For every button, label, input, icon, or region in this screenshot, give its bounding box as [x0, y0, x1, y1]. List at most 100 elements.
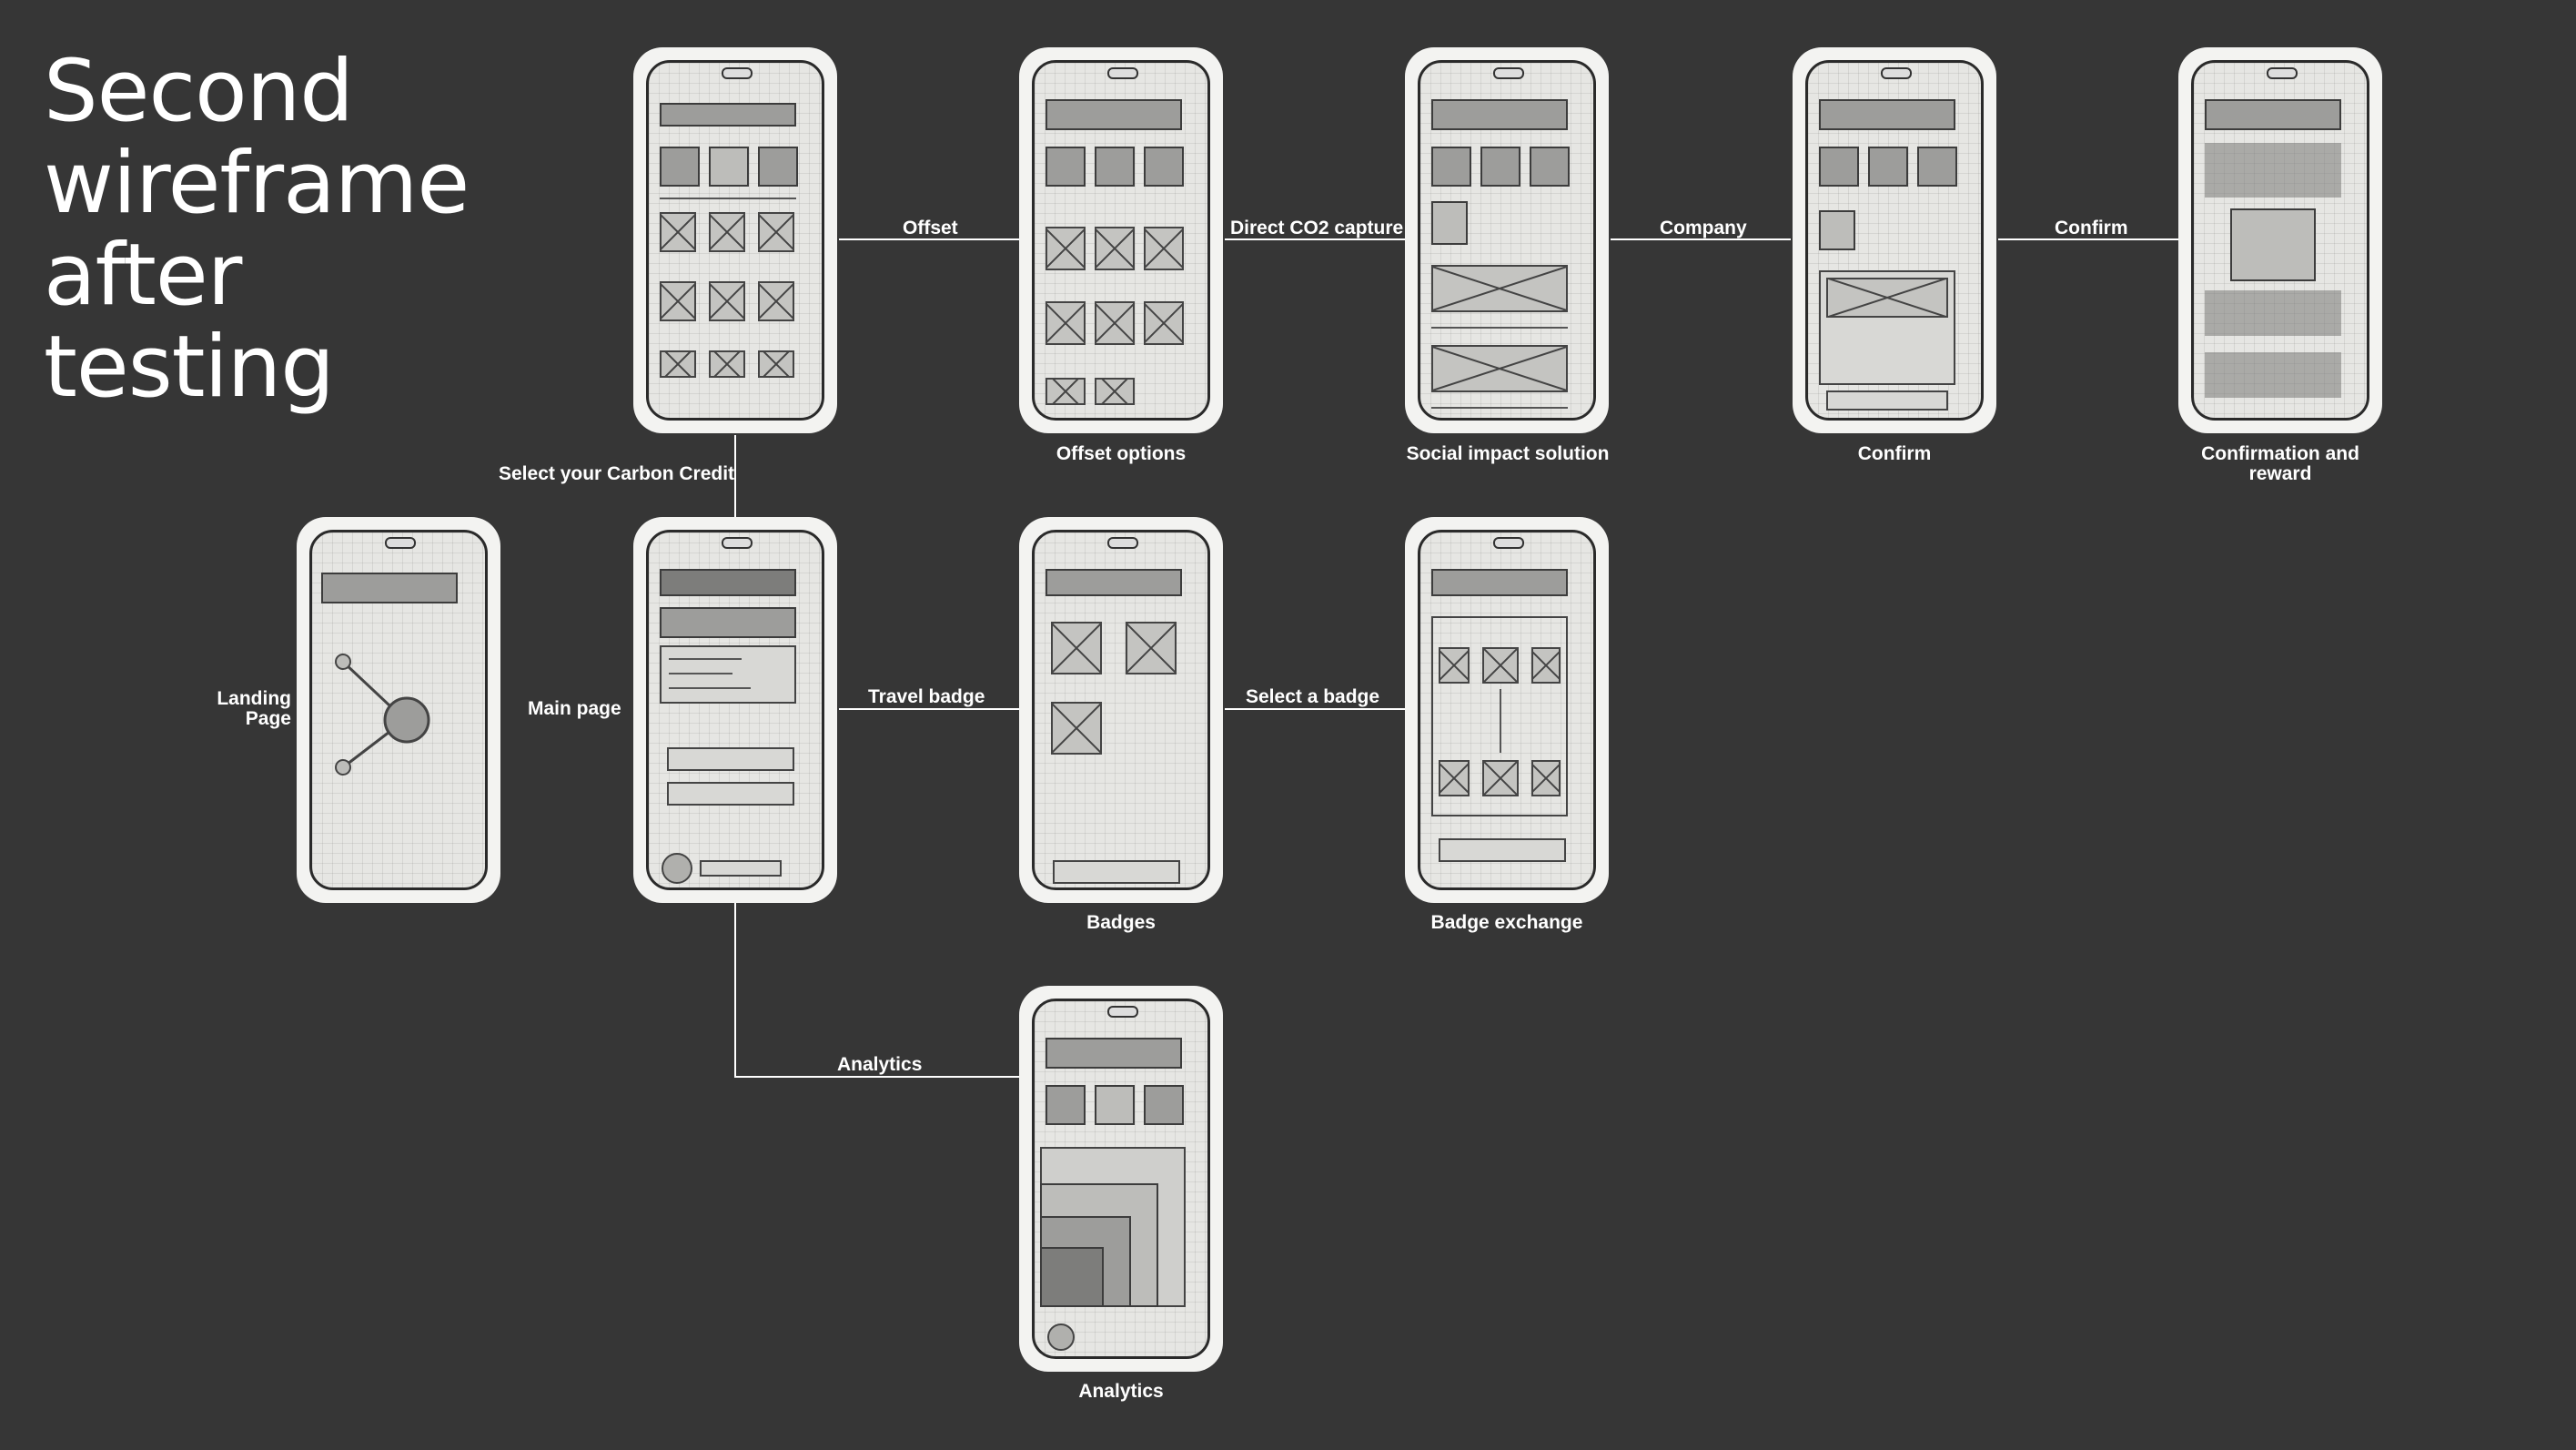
image-placeholder — [709, 212, 745, 252]
stats-panel — [660, 645, 796, 704]
image-placeholder — [1144, 227, 1184, 270]
selected-option — [1819, 210, 1855, 250]
image-placeholder — [1144, 301, 1184, 345]
badge-placeholder — [1439, 647, 1470, 684]
image-placeholder — [660, 212, 696, 252]
screen-label-confirmation-reward: Confirmation and reward — [2201, 443, 2359, 484]
category-tile — [1480, 147, 1520, 187]
category-tile — [1917, 147, 1957, 187]
dimmed-overlay — [2205, 352, 2341, 398]
badge-placeholder — [1482, 760, 1519, 796]
phone-notch — [1107, 537, 1138, 549]
wireframe-screen — [309, 530, 488, 890]
wireframe-screen — [1032, 530, 1210, 890]
screen-label-offset-options: Offset options — [1056, 443, 1187, 464]
image-placeholder — [758, 212, 794, 252]
exchange-button — [1053, 860, 1180, 884]
screen-label-badges: Badges — [1086, 912, 1156, 933]
image-placeholder — [1095, 301, 1135, 345]
category-tile — [1431, 147, 1471, 187]
category-tile — [1144, 1085, 1184, 1125]
stat-line — [669, 673, 732, 674]
connector-label-direct-co2: Direct CO2 capture — [1230, 218, 1404, 238]
phone-notch — [1107, 67, 1138, 79]
selected-option — [1431, 201, 1468, 245]
image-placeholder — [1826, 278, 1948, 318]
wireframe-screen — [1805, 60, 1984, 421]
wireframe-screen — [1032, 999, 1210, 1359]
explore-button — [667, 782, 794, 806]
connector-label-select-badge: Select a badge — [1246, 686, 1380, 707]
phone-notch — [1493, 537, 1524, 549]
section-divider — [660, 198, 796, 199]
connector-label-offset: Offset — [903, 218, 958, 238]
screen-label-badge-exchange: Badge exchange — [1430, 912, 1583, 933]
category-tile — [1868, 147, 1908, 187]
wireframe-screen — [2191, 60, 2369, 421]
pattern-banner — [660, 607, 796, 638]
header-bar — [1046, 1038, 1182, 1069]
image-placeholder — [660, 350, 696, 378]
category-tile — [758, 147, 798, 187]
header-bar — [321, 573, 458, 603]
header-bar — [1431, 99, 1568, 130]
connector-label-analytics: Analytics — [837, 1054, 923, 1075]
dimmed-overlay — [2205, 290, 2341, 336]
logo-network-icon — [335, 654, 430, 776]
wireframe-offset-options[interactable] — [1019, 47, 1223, 433]
wireframe-screen — [1032, 60, 1210, 421]
category-tile — [1819, 147, 1859, 187]
phone-notch — [722, 537, 753, 549]
wireframe-confirm[interactable] — [1793, 47, 1996, 433]
badge-placeholder — [1531, 760, 1561, 796]
stat-line — [669, 658, 742, 660]
category-tile — [1530, 147, 1570, 187]
wireframe-social-impact[interactable] — [1405, 47, 1609, 433]
wireframe-badge-exchange[interactable] — [1405, 517, 1609, 903]
wireframe-main[interactable] — [633, 517, 837, 903]
image-placeholder — [1095, 378, 1135, 405]
header-bar — [660, 569, 796, 596]
phone-notch — [385, 537, 416, 549]
confirm-button — [1439, 838, 1566, 862]
category-tile — [1144, 147, 1184, 187]
wireframe-analytics[interactable] — [1019, 986, 1223, 1372]
image-placeholder — [758, 350, 794, 378]
connector-label-travel-badge: Travel badge — [868, 686, 985, 707]
reward-badge — [2230, 208, 2316, 281]
description-line — [1431, 327, 1568, 329]
image-placeholder — [1046, 378, 1086, 405]
phone-notch — [1107, 1006, 1138, 1018]
wireframe-select-carbon[interactable] — [633, 47, 837, 433]
connector-label-company: Company — [1660, 218, 1747, 238]
header-bar — [1819, 99, 1955, 130]
phone-notch — [2267, 67, 2298, 79]
header-bar — [1431, 569, 1568, 596]
category-tile — [1046, 147, 1086, 187]
avatar — [1047, 1323, 1075, 1351]
wireframe-screen — [1418, 60, 1596, 421]
header-bar — [1046, 99, 1182, 130]
screen-label-social-impact: Social impact solution — [1406, 443, 1610, 464]
wireframe-landing[interactable] — [297, 517, 500, 903]
badge-placeholder — [1531, 647, 1561, 684]
badge-placeholder — [1439, 760, 1470, 796]
saved-pill — [700, 860, 782, 877]
image-placeholder — [1095, 227, 1135, 270]
exchange-arrow — [1500, 689, 1501, 753]
page-title: Second wireframe after testing — [44, 42, 470, 417]
chart-block — [1040, 1247, 1104, 1307]
badge-placeholder — [1482, 647, 1519, 684]
image-placeholder — [1431, 265, 1568, 312]
description-line — [1431, 407, 1568, 409]
wireframe-confirmation-reward[interactable] — [2178, 47, 2382, 433]
wireframe-badges[interactable] — [1019, 517, 1223, 903]
screen-label-main: Main page — [528, 698, 621, 719]
dimmed-overlay — [2205, 143, 2341, 198]
phone-notch — [722, 67, 753, 79]
screen-label-landing: Landing Page — [217, 688, 291, 729]
image-placeholder — [1046, 227, 1086, 270]
phone-notch — [1881, 67, 1912, 79]
header-bar — [2205, 99, 2341, 130]
